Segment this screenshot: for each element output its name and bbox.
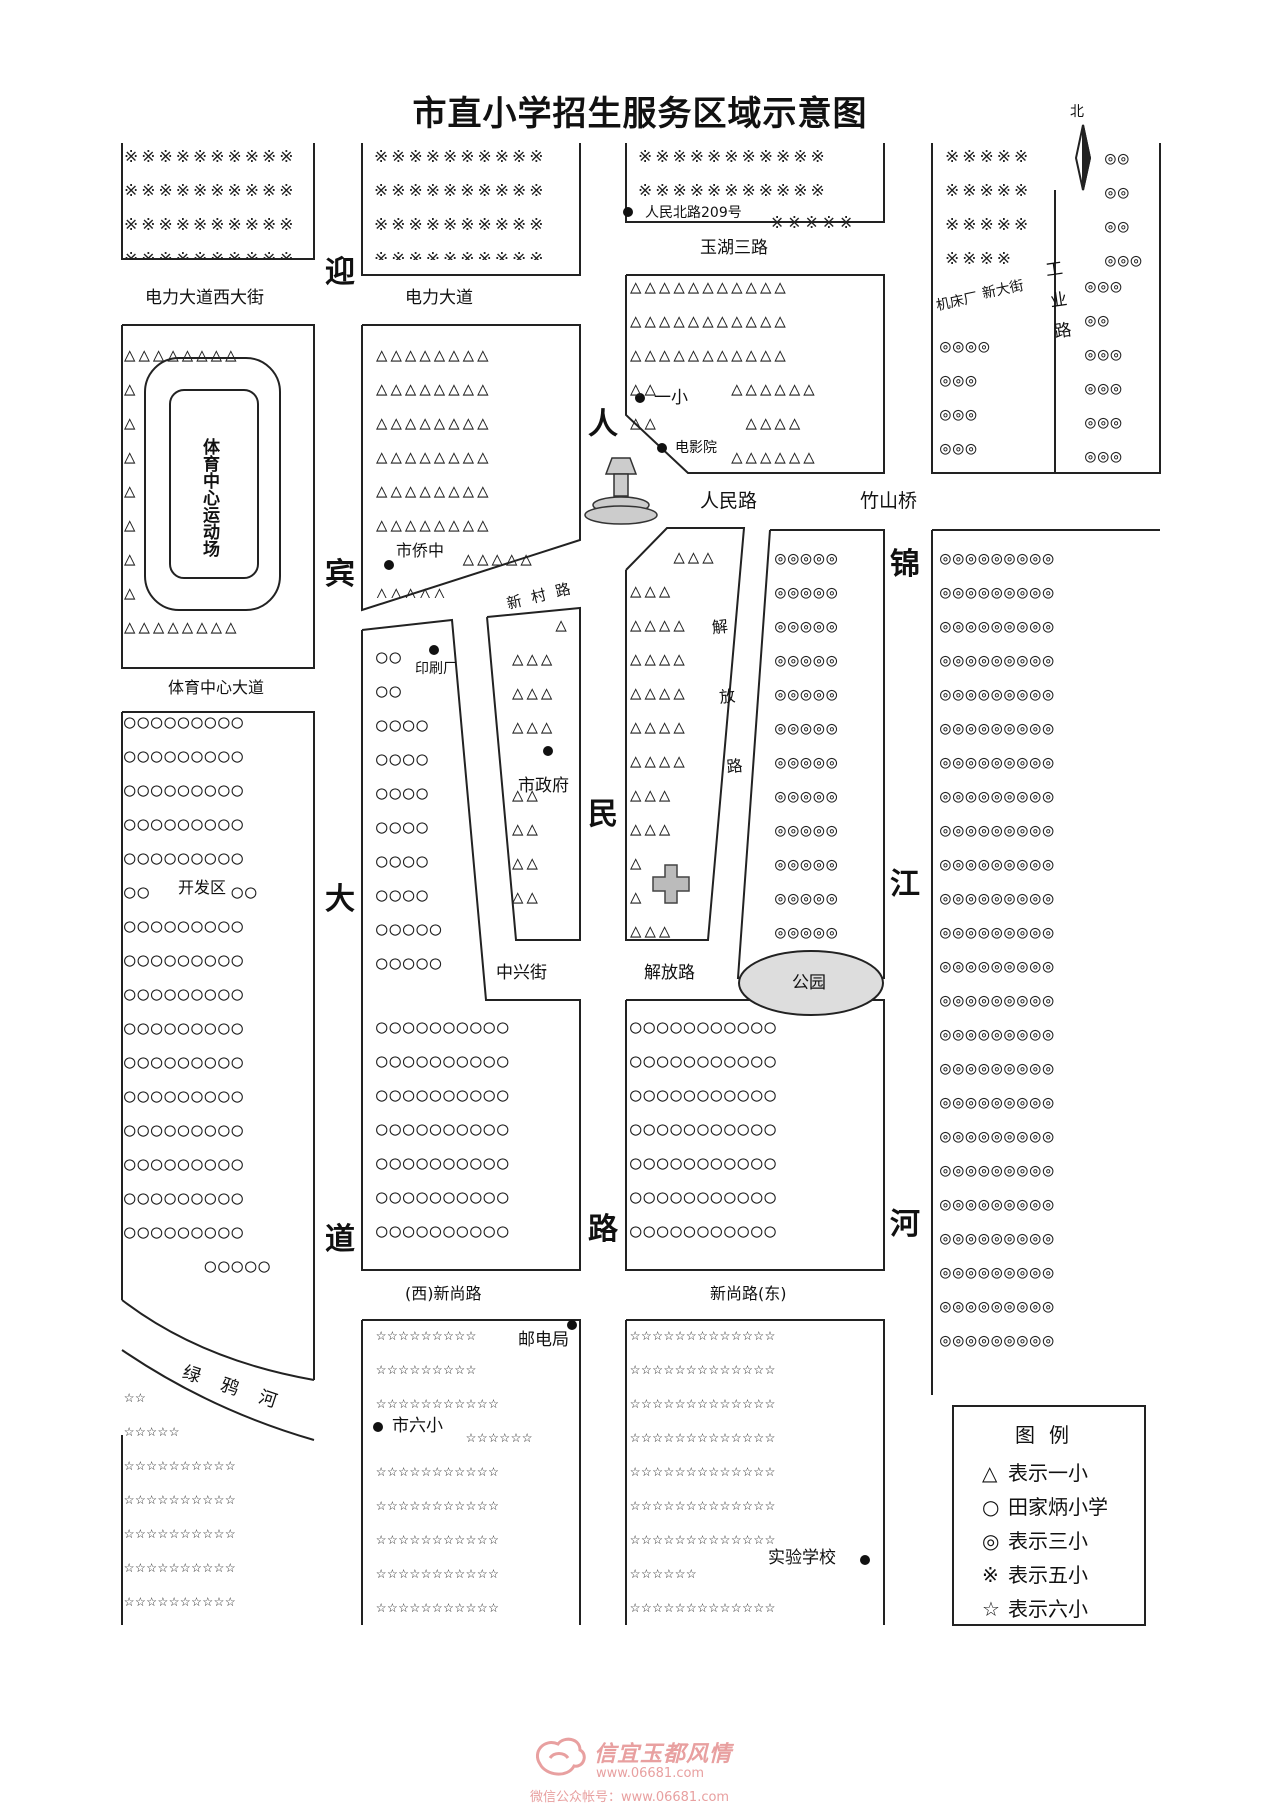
river-jinjiang-char-1: 锦 xyxy=(890,547,920,582)
zone-5-block-far-ne: ※※※※※ ※※※※※ ※※※※※ ※※※※ xyxy=(945,147,1032,265)
road-tiyu-zhongxin-label: 体育中心大道 xyxy=(168,678,265,697)
road-dianli-xi-label: 电力大道西大街 xyxy=(145,288,264,308)
zone-tjb-block-printing: ○○ ○○ ○○○○ ○○○○ ○○○○ ○○○○ ○○○○ ○○○○ ○○○○… xyxy=(376,646,444,974)
legend-item-sanxiao: ◎ 表示三小 xyxy=(982,1525,1088,1554)
road-xishang-east-label: 新尚路(东) xyxy=(710,1284,787,1303)
watermark-name: 信宜玉都风情 xyxy=(594,1742,733,1767)
road-renmin-char-2: 民 xyxy=(588,797,618,832)
poi-dot-liuxiao xyxy=(373,1422,383,1432)
post-label: 邮电局 xyxy=(518,1330,569,1350)
shiyan-label: 实验学校 xyxy=(768,1548,836,1568)
road-yingbin-char-4: 道 xyxy=(325,1222,355,1257)
cinema-label: 电影院 xyxy=(675,440,717,456)
liuxiao-label: 市六小 xyxy=(392,1416,443,1436)
zone-3-block-gongye-west: ◎◎◎◎ ◎◎◎ ◎◎◎ ◎◎◎ xyxy=(940,336,992,459)
watermark-wechat: 微信公众帐号：www.06681.com xyxy=(530,1790,730,1805)
zone-5-block-ne: ※※※※※※※※※※※ ※※※※※※※※※※※ xyxy=(638,147,828,201)
road-zhushan-label: 竹山桥 xyxy=(860,490,918,512)
stadium-label: 体育中心运动场 xyxy=(199,438,219,557)
fountain-icon xyxy=(584,457,658,525)
legend-title: 图例 xyxy=(1015,1423,1083,1447)
legend-item-tianjiabing: ○ 田家炳小学 xyxy=(982,1491,1108,1520)
road-yuhu-san-label: 玉湖三路 xyxy=(700,238,768,258)
map-title: 市直小学招生服务区域示意图 xyxy=(412,94,868,134)
watermark-url: www.06681.com xyxy=(596,1766,705,1781)
legend-label: 表示五小 xyxy=(1008,1563,1088,1587)
legend-label: 表示三小 xyxy=(1008,1529,1088,1553)
poi-dot-cinema xyxy=(657,443,667,453)
legend-item-yixiao: △ 表示一小 xyxy=(982,1457,1088,1486)
zone-1-block-shiqiao: △△△△△△△△ △△△△△△△△ △△△△△△△△ △△△△△△△△ △△△△… xyxy=(376,344,535,598)
road-dianli-label: 电力大道 xyxy=(405,288,473,308)
zone-5-block-n: ※※※※※※※※※※ ※※※※※※※※※※ ※※※※※※※※※※ ※※※※※※※… xyxy=(374,147,547,260)
park-shape xyxy=(738,950,884,1016)
poi-dot-renmin-bei xyxy=(623,207,633,217)
circle-icon: ○ xyxy=(982,1495,1000,1519)
double-circle-icon: ◎ xyxy=(982,1529,1000,1553)
watermark-logo-icon xyxy=(535,1737,586,1776)
zone-6-block-west: ☆☆ ☆☆☆☆☆ ☆☆☆☆☆☆☆☆☆☆ ☆☆☆☆☆☆☆☆☆☆ ☆☆☆☆☆☆☆☆☆… xyxy=(124,1387,237,1611)
triangle-icon: △ xyxy=(982,1461,998,1485)
printing-label: 印刷厂 xyxy=(415,661,457,677)
legend-item-liuxiao: ☆ 表示六小 xyxy=(982,1593,1088,1622)
legend: 图例 △ 表示一小 ○ 田家炳小学 ◎ 表示三小 ※ 表示五小 ☆ 表示六小 xyxy=(952,1405,1146,1626)
zone-tjb-block-east: ○○○○○○○○○○○ ○○○○○○○○○○○ ○○○○○○○○○○○ ○○○○… xyxy=(630,1016,778,1242)
hospital-cross xyxy=(652,864,690,904)
watermark: 信宜玉都风情 www.06681.com 微信公众帐号：www.06681.co… xyxy=(530,1732,770,1805)
govt-label: 市政府 xyxy=(518,776,569,796)
star-icon: ☆ xyxy=(982,1597,1000,1621)
road-renmin-char-3: 路 xyxy=(588,1212,618,1247)
zone-1-block-govt: △ △△△ △△△ △△△ △△ △△ △△ △△ xyxy=(512,614,570,908)
zone-1-block-stadium: △△△△△△△△ △ △ △ △ △ △ △ △ △ △ △ △ △ △ △△△… xyxy=(124,344,240,638)
legend-label: 表示一小 xyxy=(1008,1461,1088,1485)
zone-3-block-gongye-east: ◎◎◎ ◎◎ ◎◎◎ ◎◎◎ ◎◎◎ ◎◎◎ xyxy=(1085,276,1124,467)
zone-tjb-block-middle: ○○○○○○○○○○ ○○○○○○○○○○ ○○○○○○○○○○ ○○○○○○○… xyxy=(376,1016,511,1242)
road-yingbin-char-2: 宾 xyxy=(325,557,355,592)
river-jinjiang-char-3: 河 xyxy=(890,1207,920,1242)
road-renmin-char-1: 人 xyxy=(588,407,618,442)
zone-3-block-renmin-east: ◎◎◎◎◎ ◎◎◎◎◎ ◎◎◎◎◎ ◎◎◎◎◎ ◎◎◎◎◎ ◎◎◎◎◎ ◎◎◎◎… xyxy=(775,548,840,942)
zone-6-block-middle: ☆☆☆☆☆☆☆☆☆ ☆☆☆☆☆☆☆☆☆ ☆☆☆☆☆☆☆☆☆☆☆ ☆☆☆☆☆☆ ☆… xyxy=(376,1325,534,1617)
road-xishang-west-label: (西)新尚路 xyxy=(405,1284,482,1303)
zone-3-block-ne-strip: ◎◎ ◎◎ ◎◎ ◎◎◎ xyxy=(1105,148,1144,267)
park-label: 公园 xyxy=(792,973,826,993)
river-jinjiang-char-2: 江 xyxy=(890,867,920,902)
road-renmin-label: 人民路 xyxy=(700,490,758,512)
zone-3-block-jinjiang-east: ◎◎◎◎◎◎◎◎◎ ◎◎◎◎◎◎◎◎◎ ◎◎◎◎◎◎◎◎◎ ◎◎◎◎◎◎◎◎◎ … xyxy=(940,548,1056,1351)
poi-dot-shiqiao xyxy=(384,560,394,570)
compass-arrow xyxy=(1074,124,1092,191)
zone-5-block-renmin-bei: ※※※※※ xyxy=(770,213,857,233)
poi-dot-yixiao xyxy=(635,393,645,403)
road-zhongxing-label: 中兴街 xyxy=(496,963,547,983)
zone-tjb-block-west: ○○○○○○○○○ ○○○○○○○○○ ○○○○○○○○○ ○○○○○○○○○ … xyxy=(124,711,272,1277)
road-renmin-bei-label: 人民北路209号 xyxy=(645,205,742,221)
yixiao-label: 一小 xyxy=(654,388,688,408)
road-yingbin-char-3: 大 xyxy=(325,882,355,917)
shiqiao-label: 市侨中 xyxy=(396,541,445,560)
zone-6-block-east: ☆☆☆☆☆☆☆☆☆☆☆☆☆ ☆☆☆☆☆☆☆☆☆☆☆☆☆ ☆☆☆☆☆☆☆☆☆☆☆☆… xyxy=(630,1325,777,1617)
poi-dot-printing xyxy=(429,645,439,655)
legend-label: 田家炳小学 xyxy=(1008,1495,1108,1519)
poi-dot-shiyan xyxy=(860,1555,870,1565)
road-jiefang-label: 解放路 xyxy=(644,963,695,983)
kaifa-label: 开发区 xyxy=(178,878,227,897)
zone-1-block-jiefang: △△△ △△△ △△△△ △△△△ △△△△ △△△△ △△△△ △△△ △△△… xyxy=(630,546,717,938)
road-yingbin-char-1: 迎 xyxy=(325,255,355,290)
legend-label: 表示六小 xyxy=(1008,1597,1088,1621)
reference-mark-icon: ※ xyxy=(982,1563,999,1587)
legend-item-wuxiao: ※ 表示五小 xyxy=(982,1559,1088,1588)
compass-label: 北 xyxy=(1070,104,1084,120)
poi-dot-post xyxy=(567,1320,577,1330)
zone-1-block-yuhu: △△△△△△△△△△△ △△△△△△△△△△△ △△△△△△△△△△△ △△ △… xyxy=(630,276,818,468)
poi-dot-govt xyxy=(543,746,553,756)
zone-5-block-nw: ※※※※※※※※※※ ※※※※※※※※※※ ※※※※※※※※※※ ※※※※※※※… xyxy=(124,147,297,258)
